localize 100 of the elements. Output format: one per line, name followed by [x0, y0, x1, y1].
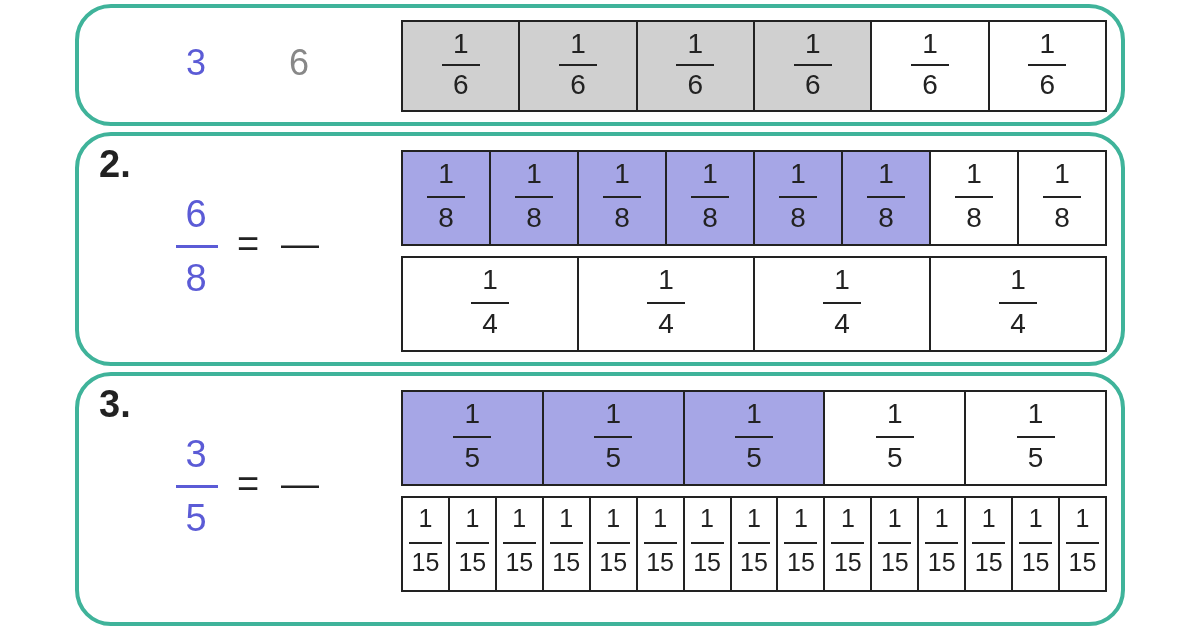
numerator: 3: [184, 435, 208, 473]
denominator: 4: [1009, 308, 1027, 340]
answer-blank: —: [280, 465, 320, 503]
numerator: 6: [184, 195, 208, 233]
numerator: 1: [417, 505, 434, 533]
numerator: 1: [525, 159, 543, 191]
denominator: 15: [1020, 548, 1051, 577]
fraction-cell: [929, 256, 1107, 352]
denominator: 15: [973, 548, 1004, 577]
fraction-cell: [447, 496, 497, 592]
fraction-cell: [964, 496, 1014, 592]
numerator: 1: [657, 265, 675, 297]
denominator: 8: [525, 202, 543, 234]
denominator: 4: [481, 308, 499, 340]
numerator: 1: [839, 505, 856, 533]
denominator: 8: [184, 259, 208, 297]
fraction-cell: [1011, 496, 1061, 592]
denominator: 6: [686, 70, 705, 102]
denominator: 8: [877, 202, 895, 234]
numerator: 1: [933, 505, 950, 533]
denominator: 15: [926, 548, 957, 577]
fraction-cell: [753, 150, 843, 246]
numerator: 1: [886, 399, 904, 431]
denominator: 8: [1053, 202, 1071, 234]
denominator: 15: [786, 548, 816, 577]
numerator: 1: [1038, 29, 1057, 60]
numerator: 1: [1074, 505, 1091, 533]
denominator: 8: [789, 202, 807, 234]
numerator: 1: [833, 265, 851, 297]
denominator: 5: [604, 442, 622, 474]
numerator: 1: [1009, 265, 1027, 297]
fraction-cell: [635, 496, 685, 592]
numerator: 1: [745, 399, 763, 431]
denominator: 15: [739, 548, 769, 577]
numerator: 1: [604, 399, 622, 431]
denominator: 6: [451, 70, 470, 102]
numerator: 1: [789, 159, 807, 191]
denominator: 8: [701, 202, 719, 234]
numerator: 1: [613, 159, 631, 191]
fraction-cell: [577, 150, 667, 246]
problem-card: [75, 132, 1125, 366]
numerator: 1: [803, 29, 822, 60]
fraction-cell: [987, 20, 1107, 112]
fraction-cell: [518, 20, 638, 112]
fraction-cell: [841, 150, 931, 246]
fraction-cell: [823, 496, 873, 592]
equals-sign: =: [235, 225, 261, 263]
numerator: 1: [463, 399, 482, 431]
fraction-cell: [1017, 150, 1107, 246]
numerator: 3: [185, 45, 207, 81]
denominator: 15: [879, 548, 910, 577]
denominator: 6: [921, 70, 939, 102]
denominator: 5: [1026, 442, 1045, 474]
numerator: 1: [481, 265, 499, 297]
numerator: 1: [511, 505, 528, 533]
denominator: 15: [832, 548, 863, 577]
denominator: 15: [457, 548, 488, 577]
denominator: 6: [288, 45, 310, 81]
numerator: 1: [1053, 159, 1071, 191]
denominator: 8: [437, 202, 455, 234]
problem-card: [75, 4, 1125, 126]
fraction-cell: [1058, 496, 1107, 592]
fraction-cell: [635, 20, 755, 112]
denominator: 15: [410, 548, 441, 577]
numerator: 1: [686, 29, 705, 60]
fraction-cell: [753, 20, 873, 112]
fraction-cell: [964, 390, 1107, 486]
fraction-cell: [917, 496, 967, 592]
denominator: 6: [803, 70, 822, 102]
fraction-cell: [401, 20, 521, 112]
equals-sign: =: [235, 465, 261, 503]
numerator: 1: [877, 159, 895, 191]
denominator: 4: [657, 308, 675, 340]
numerator: 1: [1027, 505, 1044, 533]
fraction-cell: [729, 496, 779, 592]
fraction-cell: [401, 390, 544, 486]
numerator: 1: [569, 29, 587, 60]
numerator: 1: [792, 505, 809, 533]
fraction-cell: [541, 496, 591, 592]
denominator: 6: [569, 70, 587, 102]
numerator: 1: [699, 505, 715, 533]
numerator: 1: [464, 505, 481, 533]
fraction-cell: [929, 150, 1019, 246]
fraction-cell: [401, 496, 450, 592]
fraction-cell: [494, 496, 544, 592]
denominator: 5: [184, 499, 208, 537]
fraction-cell: [870, 496, 920, 592]
answer-blank: —: [280, 225, 320, 263]
denominator: 15: [1067, 548, 1098, 577]
denominator: 6: [1038, 70, 1057, 102]
numerator: 1: [605, 505, 622, 533]
fraction-cell: [776, 496, 826, 592]
numerator: 1: [886, 505, 903, 533]
denominator: 15: [645, 548, 675, 577]
numerator: 1: [558, 505, 575, 533]
denominator: 15: [598, 548, 629, 577]
fraction-cell: [682, 390, 826, 486]
problem-card: [75, 372, 1125, 626]
fraction-cell: [682, 496, 732, 592]
fraction-cell: [588, 496, 638, 592]
